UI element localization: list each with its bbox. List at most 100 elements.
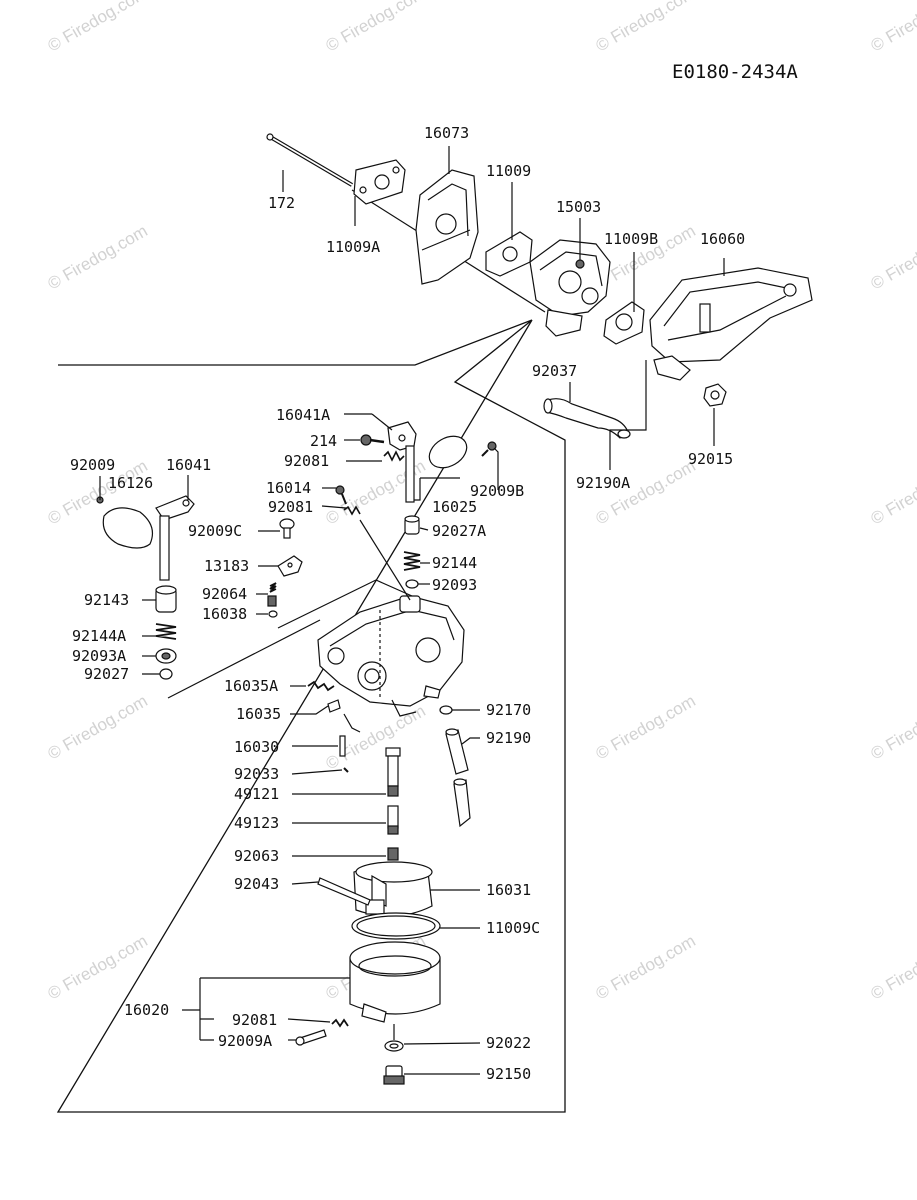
detail-frame: [56, 319, 566, 1113]
watermark: © Firedog.com: [868, 931, 917, 1003]
gasket-11009B: [603, 301, 645, 345]
gasket-11009A: [353, 159, 406, 205]
label-214: 214: [310, 432, 337, 450]
air-cleaner-case-16060: [649, 267, 813, 381]
spring-92081-upper: [383, 450, 405, 462]
label-92093: 92093: [432, 576, 477, 594]
label-92009B: 92009B: [470, 482, 524, 500]
label-92190A: 92190A: [576, 474, 630, 492]
label-92081-middle: 92081: [268, 498, 313, 516]
clip-92033: [343, 767, 349, 773]
watermark: © Firedog.com: [868, 691, 917, 763]
washer-92022: [384, 1040, 404, 1052]
float-16031: [353, 861, 433, 917]
label-172: 172: [268, 194, 295, 212]
label-92144A: 92144A: [72, 627, 126, 645]
label-92064: 92064: [202, 585, 247, 603]
part-labels: 16073 172 11009A 11009 15003 11009B 1606…: [70, 124, 745, 1083]
clamp-92015: [703, 383, 727, 407]
gasket-11009C: [351, 912, 441, 940]
lever-16041: [155, 475, 195, 581]
bolt-92150: [383, 1065, 405, 1085]
guide-line: [359, 519, 411, 601]
top-assembly: [266, 133, 813, 470]
label-16025: 16025: [432, 498, 477, 516]
label-92037: 92037: [532, 362, 577, 380]
label-16020: 16020: [124, 1001, 169, 1019]
float-chamber-16020: [349, 941, 441, 1023]
gasket-11009: [485, 231, 533, 277]
hose-92037: [543, 398, 631, 439]
label-15003: 15003: [556, 198, 601, 216]
label-13183: 13183: [204, 557, 249, 575]
label-92190: 92190: [486, 729, 531, 747]
screw-214: [360, 434, 385, 446]
label-11009C: 11009C: [486, 919, 540, 937]
screw-92009C: [279, 518, 295, 539]
watermark: © Firedog.com: [593, 456, 699, 528]
watermark: © Firedog.com: [593, 691, 699, 763]
bushing-92027A: [404, 515, 420, 535]
label-11009: 11009: [486, 162, 531, 180]
label-49121: 49121: [234, 785, 279, 803]
label-49123: 49123: [234, 814, 279, 832]
screw-16014: [335, 485, 347, 505]
watermark: © Firedog.com: [45, 691, 151, 763]
label-92143: 92143: [84, 591, 129, 609]
label-92081-upper: 92081: [284, 452, 329, 470]
label-92063: 92063: [234, 847, 279, 865]
label-92093A: 92093A: [72, 647, 126, 665]
label-16035: 16035: [236, 705, 281, 723]
watermark: © Firedog.com: [593, 0, 699, 55]
label-16041A: 16041A: [276, 406, 330, 424]
watermark: © Firedog.com: [593, 931, 699, 1003]
screw-16035A: [307, 680, 335, 692]
label-92170: 92170: [486, 701, 531, 719]
plate-16025: [420, 435, 468, 479]
spring-92144: [403, 551, 421, 571]
label-16041: 16041: [166, 456, 211, 474]
watermark: © Firedog.com: [45, 931, 151, 1003]
lever-16041A: [344, 413, 417, 503]
watermark: © Firedog.com: [45, 0, 151, 55]
bushing-92143: [155, 585, 177, 613]
drawing-id: E0180-2434A: [672, 61, 798, 83]
ring-92093A: [155, 648, 177, 664]
carburetor-15003: [529, 239, 611, 337]
screw-92009B: [481, 441, 497, 457]
bracket-13183: [277, 555, 303, 577]
label-16030: 16030: [234, 738, 279, 756]
ring-92027: [159, 668, 173, 680]
label-92027A: 92027A: [432, 522, 486, 540]
label-92009: 92009: [70, 456, 115, 474]
label-92033: 92033: [234, 765, 279, 783]
tube-92190: [445, 728, 471, 828]
carburetor-body: [317, 595, 465, 733]
leader-lines: [142, 439, 499, 1075]
insulator-16073: [415, 169, 479, 285]
label-11009A: 11009A: [326, 238, 380, 256]
label-92150: 92150: [486, 1065, 531, 1083]
label-16035A: 16035A: [224, 677, 278, 695]
spring-92081-lower: [331, 1018, 349, 1028]
nozzle-49121: [385, 747, 401, 797]
plate-16126: [96, 476, 153, 549]
screw-92009A: [295, 1029, 327, 1046]
label-92043: 92043: [234, 875, 279, 893]
label-16073: 16073: [424, 124, 469, 142]
label-92015: 92015: [688, 450, 733, 468]
label-16126: 16126: [108, 474, 153, 492]
label-16038: 16038: [202, 605, 247, 623]
watermark: © Firedog.com: [868, 221, 917, 293]
watermark: © Firedog.com: [868, 0, 917, 55]
spring-92064: [267, 582, 277, 607]
guide-line: [167, 619, 321, 699]
label-92144: 92144: [432, 554, 477, 572]
pin-16030: [339, 735, 346, 757]
guide-line: [277, 579, 413, 629]
label-92022: 92022: [486, 1034, 531, 1052]
watermark: © Firedog.com: [45, 221, 151, 293]
label-92081-lower: 92081: [232, 1011, 277, 1029]
label-92009C: 92009C: [188, 522, 242, 540]
